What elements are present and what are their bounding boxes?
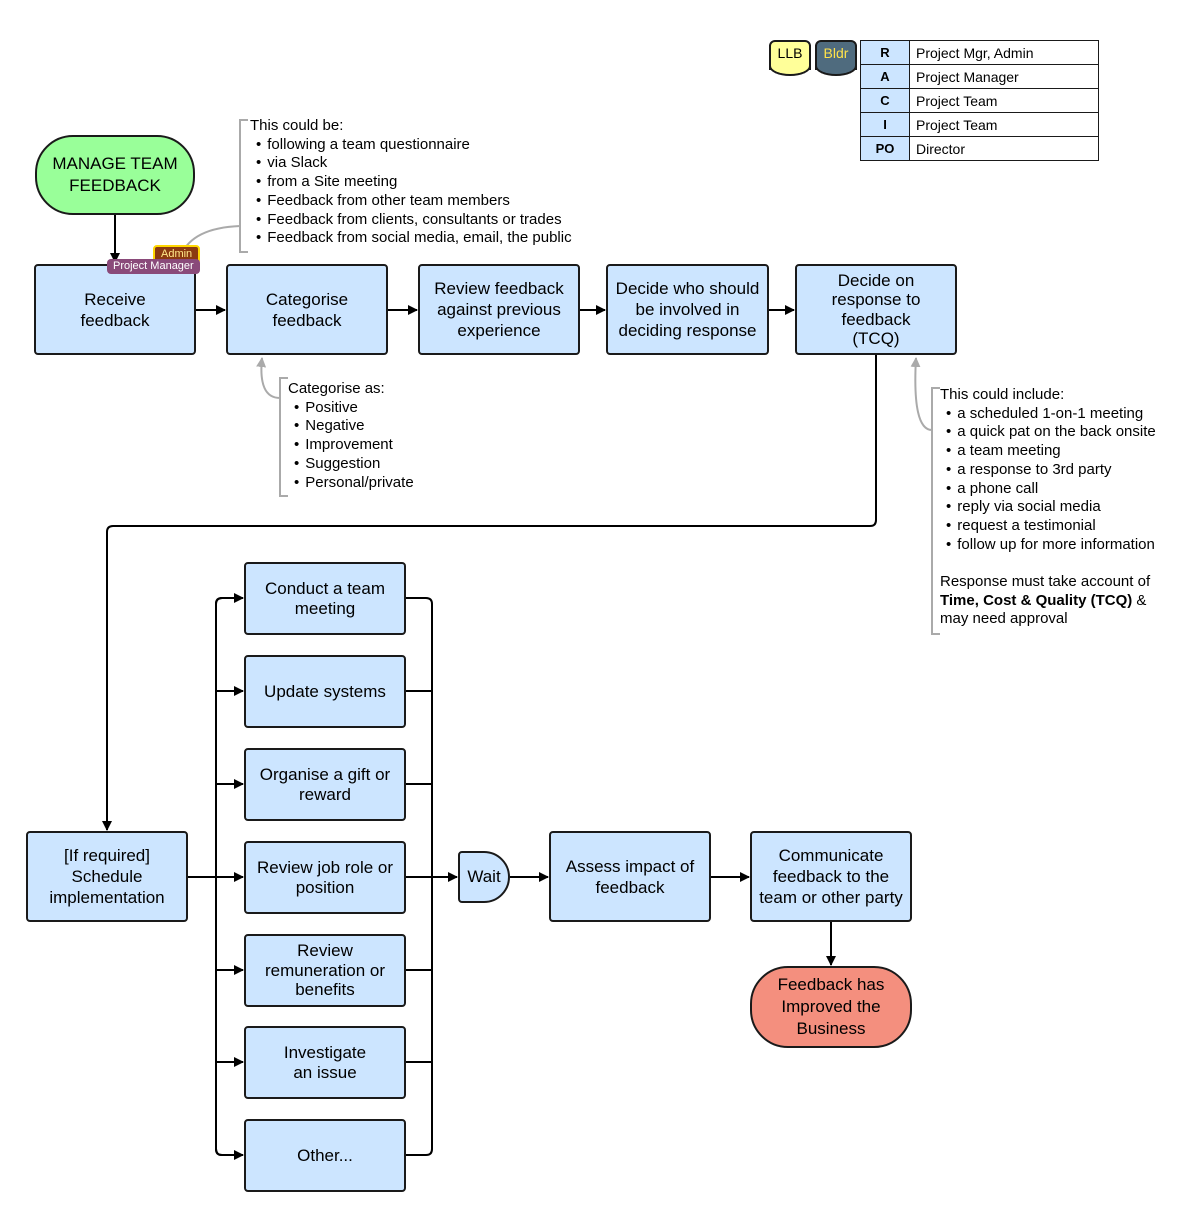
note-item: from a Site meeting — [250, 173, 572, 192]
step-decide-on-response: Decide on response to feedback (TCQ) — [795, 264, 957, 355]
end-label: Feedback has Improved the Business — [777, 975, 885, 1038]
raci-value: Project Manager — [909, 64, 1099, 89]
note-heading: This could be: — [250, 117, 344, 134]
option-review-remuneration: Review remuneration or benefits — [244, 934, 406, 1007]
note-footer-line-1: Response must take account of — [940, 573, 1151, 591]
note-footer-line-3: may need approval — [940, 610, 1068, 628]
note-categories: Categorise as: Positive Negative Improve… — [288, 380, 414, 492]
raci-key: PO — [860, 136, 910, 161]
note-item: Feedback from social media, email, the p… — [250, 229, 571, 248]
option-label: Update systems — [264, 682, 386, 701]
note-footer-amp: & — [1132, 591, 1147, 609]
option-label: Organise a gift or reward — [259, 765, 391, 804]
role-tag-project-manager: Project Manager — [107, 259, 200, 274]
note-footer-line-2: Time, Cost & Quality (TCQ) & — [940, 592, 1156, 611]
raci-value: Project Mgr, Admin — [909, 40, 1099, 65]
step-receive-feedback: Receive feedback — [34, 264, 196, 355]
raci-key: C — [860, 88, 910, 113]
bldr-label: Bldr — [823, 45, 849, 61]
end-terminal: Feedback has Improved the Business — [750, 966, 912, 1048]
llb-document-icon: LLB — [769, 40, 811, 76]
step-decide-who: Decide who should be involved in decidin… — [606, 264, 769, 355]
option-label: Review job role or position — [256, 858, 394, 897]
step-label: Review feedback against previous experie… — [434, 279, 564, 340]
raci-value: Project Team — [909, 88, 1099, 113]
raci-key: I — [860, 112, 910, 137]
step-label: Decide who should be involved in decidin… — [615, 279, 760, 340]
note-response-options: This could include: a scheduled 1-on-1 m… — [940, 386, 1156, 629]
wait-label: Wait — [467, 867, 501, 886]
raci-value: Director — [909, 136, 1099, 161]
step-label: [If required] Schedule implementation — [49, 846, 165, 907]
step-communicate-feedback: Communicate feedback to the team or othe… — [750, 831, 912, 922]
note-item: Negative — [288, 417, 414, 436]
start-label: MANAGE TEAM FEEDBACK — [52, 154, 178, 195]
note-categories-connector — [256, 357, 281, 399]
note-sources-bracket — [239, 119, 248, 253]
option-update-systems: Update systems — [244, 655, 406, 728]
step-schedule-implementation: [If required] Schedule implementation — [26, 831, 188, 922]
note-item: reply via social media — [940, 498, 1156, 517]
arrow-decideon-schedule — [102, 355, 877, 831]
note-footer-bold: Time, Cost & Quality (TCQ) — [940, 591, 1133, 609]
option-label: Other... — [297, 1146, 353, 1165]
note-heading: Categorise as: — [288, 380, 385, 397]
wait-delay-shape: Wait — [458, 851, 510, 903]
note-item: a phone call — [940, 480, 1156, 499]
arrow-to-option-7 — [215, 1148, 244, 1160]
note-item: a response to 3rd party — [940, 461, 1156, 480]
raci-key: R — [860, 40, 910, 65]
bldr-document-icon: Bldr — [815, 40, 857, 76]
step-categorise-feedback: Categorise feedback — [226, 264, 388, 355]
step-label: Communicate feedback to the team or othe… — [759, 846, 903, 907]
option-label: Review remuneration or benefits — [264, 941, 385, 1000]
step-label: Categorise feedback — [265, 289, 349, 330]
note-categories-bracket — [279, 377, 288, 497]
note-item: Positive — [288, 399, 414, 418]
note-feedback-sources: This could be: following a team question… — [250, 117, 572, 248]
note-item: Suggestion — [288, 455, 414, 474]
option-organise-gift: Organise a gift or reward — [244, 748, 406, 821]
note-item: a team meeting — [940, 442, 1156, 461]
note-responses-bracket — [931, 387, 940, 635]
raci-value: Project Team — [909, 112, 1099, 137]
step-label: Receive feedback — [80, 289, 150, 330]
step-label: Decide on response to feedback (TCQ) — [831, 270, 921, 349]
note-item: a quick pat on the back onsite — [940, 423, 1155, 442]
note-item: follow up for more information — [940, 536, 1156, 555]
note-responses-connector — [910, 357, 933, 431]
start-terminal: MANAGE TEAM FEEDBACK — [35, 135, 195, 215]
step-assess-impact: Assess impact of feedback — [549, 831, 711, 922]
arrow-to-option-1 — [215, 593, 244, 605]
option-label: Investigate an issue — [283, 1043, 367, 1082]
raci-key: A — [860, 64, 910, 89]
note-item: request a testimonial — [940, 517, 1156, 536]
note-item: Personal/private — [288, 474, 413, 493]
step-label: Assess impact of feedback — [565, 856, 695, 897]
note-heading: This could include: — [940, 386, 1065, 403]
note-item: Feedback from other team members — [250, 192, 572, 211]
note-item: following a team questionnaire — [250, 136, 572, 155]
step-review-feedback: Review feedback against previous experie… — [418, 264, 580, 355]
note-item: Improvement — [288, 436, 414, 455]
note-item: Feedback from clients, consultants or tr… — [250, 211, 572, 230]
note-item: via Slack — [250, 154, 572, 173]
llb-label: LLB — [777, 45, 803, 61]
note-item: a scheduled 1-on-1 meeting — [940, 405, 1156, 424]
option-investigate-issue: Investigate an issue — [244, 1026, 406, 1099]
option-conduct-team-meeting: Conduct a team meeting — [244, 562, 406, 635]
option-other: Other... — [244, 1119, 406, 1192]
option-review-job-role: Review job role or position — [244, 841, 406, 914]
option-label: Conduct a team meeting — [264, 579, 385, 618]
